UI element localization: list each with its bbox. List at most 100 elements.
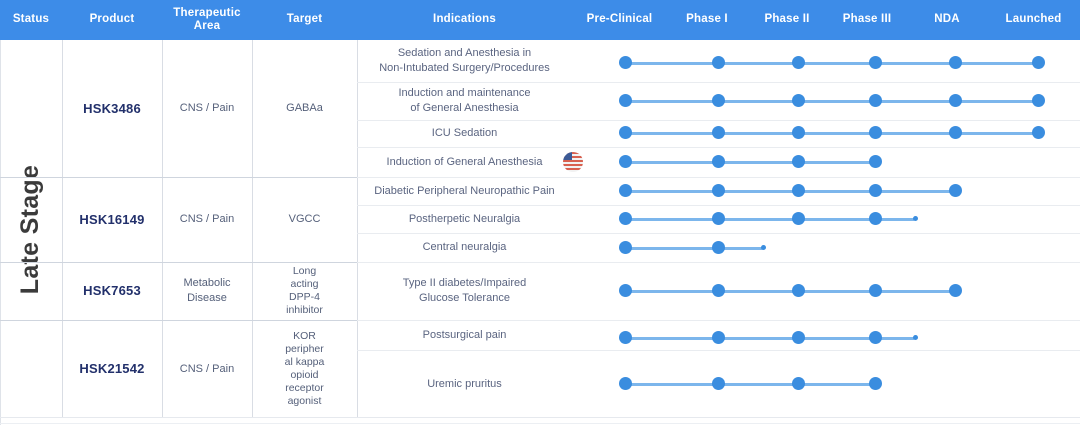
- phase-dot-phase-2: [791, 56, 805, 69]
- header-cell-phase-3: Phase III: [842, 13, 892, 26]
- therapeutic-area-hsk21542: CNS / Pain: [179, 362, 235, 375]
- progress-bar: [625, 290, 955, 293]
- progress-bar: [625, 100, 1038, 103]
- phase-dot-phase-3: [868, 331, 882, 344]
- phase-dot-phase-2: [791, 377, 805, 390]
- header-cell-target: Target: [286, 13, 323, 26]
- phase-dot-pre-clinical: [618, 184, 632, 197]
- phase-dot-partial: [912, 216, 918, 221]
- row-divider-3: [357, 147, 1080, 148]
- phase-dot-phase-2: [791, 184, 805, 197]
- progress-track-1: [0, 56, 1080, 70]
- row-divider-1: [357, 82, 1080, 83]
- table-border-left: [0, 40, 1, 425]
- phase-dot-pre-clinical: [618, 94, 632, 107]
- phase-dot-phase-3: [868, 284, 882, 297]
- row-divider-7: [357, 262, 1080, 263]
- phase-dot-pre-clinical: [618, 241, 632, 254]
- us-flag-canton: [563, 152, 572, 160]
- phase-dot-phase-1: [711, 184, 725, 197]
- indication-cell-1: Sedation and Anesthesia in Non-Intubated…: [379, 47, 550, 74]
- phase-dot-phase-3: [868, 56, 882, 69]
- product-name-hsk16149: HSK16149: [79, 211, 145, 227]
- phase-dot-launched: [1031, 56, 1045, 69]
- indication-cell-2: Induction and maintenance of General Ane…: [398, 87, 531, 114]
- header-cell-launched: Launched: [1005, 13, 1062, 26]
- header-cell-phase-1: Phase I: [686, 13, 728, 26]
- phase-dot-launched: [1031, 94, 1045, 107]
- progress-bar: [625, 161, 875, 164]
- phase-dot-partial: [760, 245, 766, 250]
- phase-dot-nda: [948, 284, 962, 297]
- progress-bar: [625, 190, 955, 193]
- divider-product-area: [162, 40, 163, 418]
- progress-bar: [625, 62, 1038, 65]
- progress-track-3: [0, 126, 1080, 140]
- phase-dot-launched: [1031, 126, 1045, 139]
- therapeutic-area-hsk3486: CNS / Pain: [179, 102, 235, 115]
- progress-track-10: [0, 377, 1080, 391]
- phase-dot-phase-3: [868, 126, 882, 139]
- divider-status-product: [62, 40, 63, 418]
- row-divider-2: [357, 120, 1080, 121]
- phase-dot-nda: [948, 126, 962, 139]
- phase-dot-phase-2: [791, 126, 805, 139]
- indication-cell-5: Diabetic Peripheral Neuropathic Pain: [374, 184, 555, 197]
- phase-dot-nda: [948, 94, 962, 107]
- phase-dot-nda: [948, 56, 962, 69]
- row-divider-4: [357, 177, 1080, 178]
- row-divider-8: [357, 320, 1080, 321]
- phase-dot-phase-3: [868, 155, 882, 168]
- phase-dot-phase-2: [791, 331, 805, 344]
- header-cell-nda: NDA: [934, 13, 960, 26]
- target-hsk3486: GABAa: [286, 102, 323, 115]
- phase-dot-phase-3: [868, 184, 882, 197]
- phase-dot-phase-1: [711, 331, 725, 344]
- table-border-bottom-2: [0, 423, 1080, 424]
- phase-dot-phase-1: [711, 284, 725, 297]
- divider-target-indications: [357, 40, 358, 418]
- progress-bar: [625, 218, 915, 221]
- row-divider-9: [357, 350, 1080, 351]
- progress-bar: [625, 383, 875, 386]
- progress-track-6: [0, 212, 1080, 226]
- progress-track-4: [0, 155, 1080, 169]
- indication-cell-8: Type II diabetes/Impaired Glucose Tolera…: [402, 277, 527, 304]
- phase-dot-phase-1: [711, 212, 725, 225]
- phase-dot-pre-clinical: [618, 377, 632, 390]
- phase-dot-pre-clinical: [618, 331, 632, 344]
- phase-dot-phase-2: [791, 284, 805, 297]
- phase-dot-nda: [948, 184, 962, 197]
- indication-cell-4: Induction of General Anesthesia: [386, 155, 543, 168]
- indication-cell-7: Central neuralgia: [422, 241, 507, 254]
- row-divider-product-2: [0, 262, 357, 263]
- phase-dot-phase-1: [711, 126, 725, 139]
- table-border-bottom: [0, 417, 1080, 418]
- phase-dot-phase-2: [791, 94, 805, 107]
- phase-dot-pre-clinical: [618, 284, 632, 297]
- target-hsk7653: Long acting DPP-4 inhibitor: [286, 264, 323, 317]
- indication-cell-3: ICU Sedation: [431, 127, 498, 140]
- us-flag-icon: [563, 152, 583, 172]
- phase-dot-phase-2: [791, 212, 805, 225]
- table-header: Status Product Therapeutic Area Target I…: [0, 0, 1080, 40]
- product-name-hsk7653: HSK7653: [83, 283, 141, 299]
- phase-dot-phase-1: [711, 377, 725, 390]
- therapeutic-area-hsk16149: CNS / Pain: [179, 213, 235, 226]
- phase-dot-pre-clinical: [618, 126, 632, 139]
- phase-dot-partial: [912, 335, 918, 340]
- target-hsk16149: VGCC: [288, 213, 321, 226]
- header-cell-pre-clinical: Pre-Clinical: [586, 13, 653, 26]
- progress-bar: [625, 247, 763, 250]
- header-cell-phase-2: Phase II: [764, 13, 810, 26]
- progress-track-2: [0, 94, 1080, 108]
- indication-cell-9: Postsurgical pain: [422, 328, 507, 341]
- phase-dot-phase-2: [791, 155, 805, 168]
- indication-cell-10: Uremic pruritus: [427, 377, 502, 390]
- row-divider-5: [357, 205, 1080, 206]
- phase-dot-pre-clinical: [618, 212, 632, 225]
- product-name-hsk3486: HSK3486: [83, 100, 141, 116]
- phase-dot-phase-3: [868, 94, 882, 107]
- product-name-hsk21542: HSK21542: [79, 361, 145, 377]
- phase-dot-phase-1: [711, 94, 725, 107]
